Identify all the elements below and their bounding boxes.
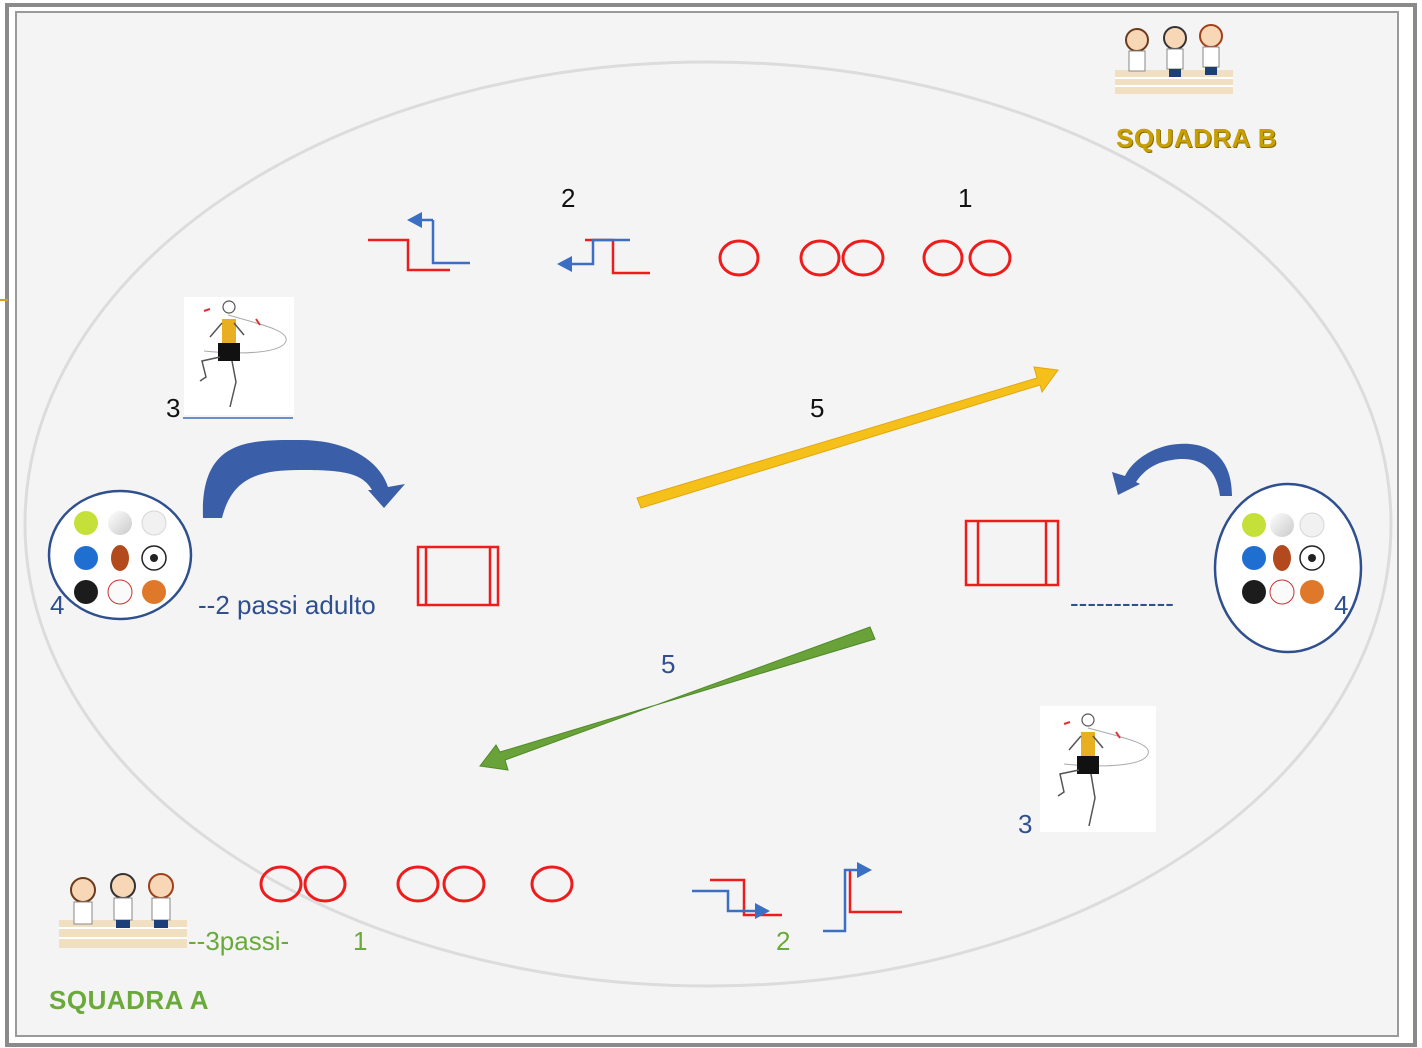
team-a-label: SQUADRA A: [49, 987, 209, 1013]
station-number-5-bottom: 5: [661, 651, 675, 677]
field-background: [16, 12, 1398, 1036]
high-knee-runner-icon: [1040, 706, 1156, 832]
station-number-5-top: 5: [810, 395, 824, 421]
station-number-2-bottom: 2: [776, 928, 790, 954]
station-number-1-top: 1: [958, 185, 972, 211]
kids-running-icon: [59, 874, 187, 948]
station-number-1-bottom: 1: [353, 928, 367, 954]
right-distance-note: ------------: [1070, 590, 1174, 616]
station-number-4-right: 4: [1334, 592, 1348, 618]
station-number-4-left: 4: [50, 592, 64, 618]
station-number-3-right: 3: [1018, 811, 1032, 837]
left-distance-note: --2 passi adulto: [198, 592, 376, 618]
sports-balls-icon: [1215, 484, 1361, 652]
station-number-2-top: 2: [561, 185, 575, 211]
team-b-label: SQUADRA B: [1116, 125, 1277, 151]
sports-balls-icon: [49, 491, 191, 619]
high-knee-runner-icon: [184, 297, 294, 415]
kids-running-icon: [1115, 25, 1233, 94]
station-number-3-left: 3: [166, 395, 180, 421]
bottom-distance-note: --3passi-: [188, 928, 289, 954]
